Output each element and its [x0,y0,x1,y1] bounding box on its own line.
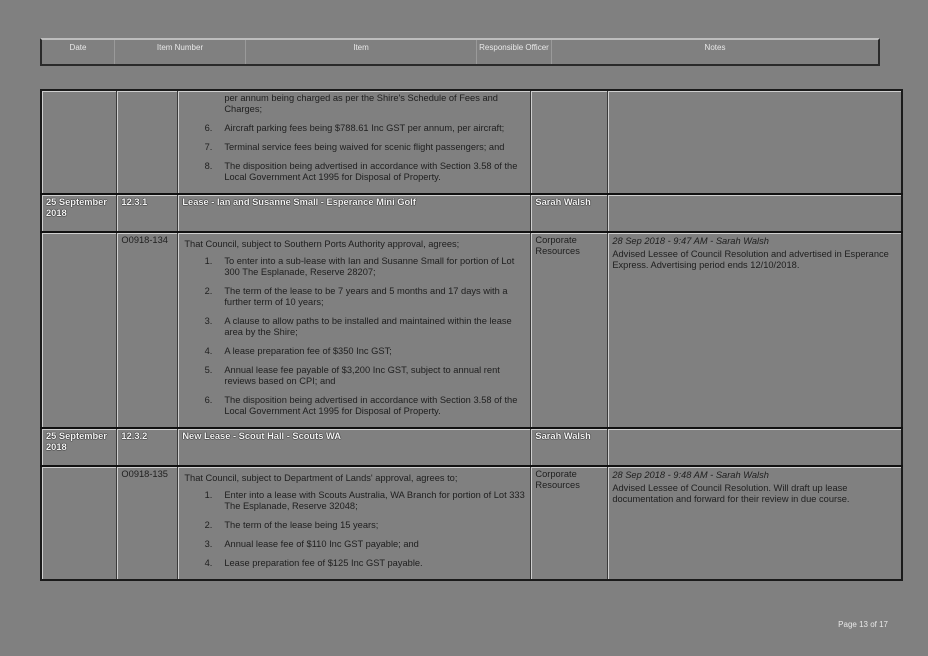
header-item: Item [246,40,477,64]
list-item: 6.Aircraft parking fees being $788.61 In… [204,123,505,133]
responsible-department-cell: Corporate Resources [530,231,609,429]
resolution-intro: That Council, subject to Department of L… [184,473,458,483]
resolution-list: 1.To enter into a sub-lease with Ian and… [182,256,526,417]
responsible-department-cell: Corporate Resources [530,465,609,581]
responsible-officer-cell: Sarah Walsh [530,193,609,233]
date-cell [40,231,118,429]
resolution-number-cell: O0918-135 [116,465,179,581]
resolution-cell: That Council, subject to Department of L… [177,465,532,581]
table-row-detail: O0918-134 That Council, subject to South… [40,231,903,429]
responsible-cell [530,89,609,195]
notes-cell: 28 Sep 2018 - 9:48 AM - Sarah Walsh Advi… [607,465,903,581]
resolution-list: 6.Aircraft parking fees being $788.61 In… [182,123,526,183]
list-item: 7.Terminal service fees being waived for… [204,142,505,152]
resolution-intro: That Council, subject to Southern Ports … [184,239,460,249]
list-item: 8.The disposition being advertised in ac… [204,161,518,182]
notes-cell [607,89,903,195]
list-item: 1.To enter into a sub-lease with Ian and… [204,256,515,277]
item-title-cell: New Lease - Scout Hall - Scouts WA [177,427,532,467]
list-item: 1.Enter into a lease with Scouts Austral… [204,490,525,511]
table-row-heading: 25 September 2018 12.3.1 Lease - Ian and… [40,193,903,233]
header-item-number: Item Number [115,40,246,64]
list-item: 3.A clause to allow paths to be installe… [204,316,512,337]
continuation-text: per annum being charged as per the Shire… [224,93,498,114]
item-number-cell: 12.3.1 [116,193,179,233]
table-header: Date Item Number Item Responsible Office… [40,38,880,66]
resolution-number-cell: O0918-134 [116,231,179,429]
list-item: 3.Annual lease fee of $110 Inc GST payab… [204,539,419,549]
responsible-officer-cell: Sarah Walsh [530,427,609,467]
header-notes: Notes [704,43,726,52]
item-title-cell: Lease - Ian and Susanne Small - Esperanc… [177,193,532,233]
list-item: 4.Lease preparation fee of $125 Inc GST … [204,558,423,568]
note-body: Advised Lessee of Council Resolution and… [612,249,889,270]
date-cell [40,465,118,581]
date-cell: 25 September 2018 [40,193,118,233]
table-row-continued: per annum being charged as per the Shire… [40,89,903,195]
note-header: 28 Sep 2018 - 9:48 AM - Sarah Walsh [612,470,769,480]
note-body: Advised Lessee of Council Resolution. Wi… [612,483,850,504]
date-cell [40,89,118,195]
list-item: 5.Annual lease fee payable of $3,200 Inc… [204,365,500,386]
header-responsible-officer: Responsible Officer [477,40,552,64]
item-number-cell: 12.3.2 [116,427,179,467]
item-cell: per annum being charged as per the Shire… [177,89,532,195]
header-date: Date [42,40,115,64]
page-number: Page 13 of 17 [838,620,888,629]
table-row-detail: O0918-135 That Council, subject to Depar… [40,465,903,581]
date-cell: 25 September 2018 [40,427,118,467]
notes-cell [607,427,903,467]
list-item: 2.The term of the lease being 15 years; [204,520,379,530]
list-item: 4.A lease preparation fee of $350 Inc GS… [204,346,392,356]
list-item: 6.The disposition being advertised in ac… [204,395,518,416]
resolution-list: 1.Enter into a lease with Scouts Austral… [182,490,526,569]
list-item: 2.The term of the lease to be 7 years an… [204,286,508,307]
resolutions-table: per annum being charged as per the Shire… [40,89,903,581]
notes-cell [607,193,903,233]
resolution-cell: That Council, subject to Southern Ports … [177,231,532,429]
notes-cell: 28 Sep 2018 - 9:47 AM - Sarah Walsh Advi… [607,231,903,429]
item-number-cell [116,89,179,195]
table-row-heading: 25 September 2018 12.3.2 New Lease - Sco… [40,427,903,467]
note-header: 28 Sep 2018 - 9:47 AM - Sarah Walsh [612,236,769,246]
